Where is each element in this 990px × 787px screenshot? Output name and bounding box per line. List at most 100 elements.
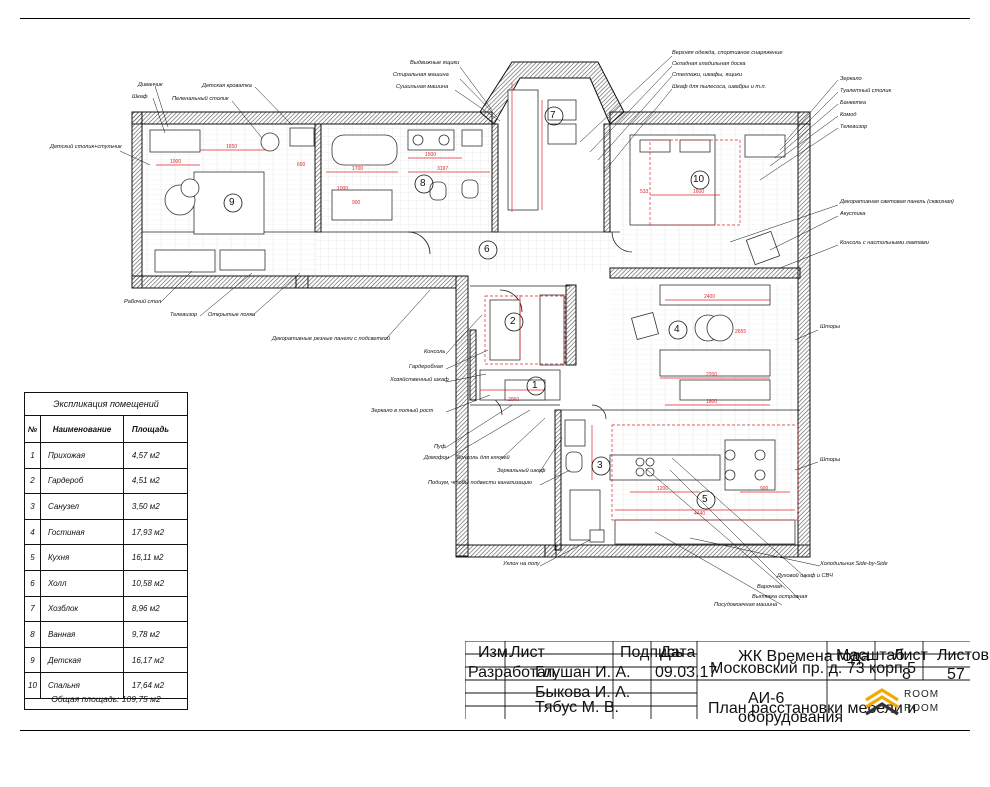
- col-area-header: Площадь: [123, 416, 187, 443]
- dim-label: 3197: [437, 166, 449, 172]
- walls: [131, 61, 811, 558]
- row-name: Холл: [40, 570, 124, 597]
- row-name: Прихожая: [40, 442, 124, 469]
- tb-izm: Изм.: [478, 644, 513, 661]
- room-number-2: 2: [510, 316, 516, 327]
- callout-wardrobe: Шкаф: [132, 94, 148, 100]
- callout-oven: Духовой шкаф и СВЧ: [777, 573, 833, 579]
- col-name-header: Наименование: [40, 416, 124, 443]
- dim-label: 900: [760, 486, 769, 492]
- callout-dishwasher: Посудомоечная машина: [714, 602, 778, 608]
- table-header-row: № Наименование Площадь: [25, 416, 187, 443]
- callout-changing-table: Пеленальный столик: [172, 96, 229, 102]
- row-num: 7: [25, 596, 41, 623]
- explication-title: Экспликация помещений: [25, 393, 187, 416]
- callout-work-desk: Рабочий стол: [124, 299, 162, 305]
- row-name: Санузел: [40, 493, 124, 520]
- callout-tv-kids: Телевизор: [170, 312, 198, 318]
- row-area: 8,96 м2: [123, 596, 187, 623]
- callout-hob: Варочная: [757, 584, 782, 590]
- total-area: Общая площадь: 109,75 м2: [51, 694, 161, 704]
- tb-code: АИ-6: [748, 690, 785, 707]
- row-num: 8: [25, 621, 41, 648]
- tb-person2: Быкова И. А.: [535, 684, 631, 701]
- callout-console-lamps: Консоль с настольными лампами: [840, 240, 929, 246]
- row-name: Кухня: [40, 544, 124, 571]
- row-num: 1: [25, 442, 41, 469]
- dim-label: 4440: [694, 511, 706, 517]
- row-name: Гардероб: [40, 468, 124, 495]
- row-name: Спальня: [40, 672, 124, 699]
- tb-sheet-header: Лист: [893, 647, 928, 664]
- callout-tv-bedroom: Телевизор: [840, 124, 868, 130]
- callout-floor-slope: Уклон на полу: [503, 561, 540, 567]
- callout-key-console: Консоль для ключей: [457, 455, 510, 461]
- callout-intercom: Домофон: [424, 455, 449, 461]
- tb-project1: ЖК Времена года: [738, 648, 870, 665]
- col-num-header: №: [25, 416, 41, 443]
- room-number-5: 5: [702, 494, 708, 505]
- dim-label: 1650: [226, 144, 238, 150]
- callout-sofa: Диванчик: [138, 82, 163, 88]
- dim-label: 1800: [706, 399, 718, 405]
- dim-label: 1700: [352, 166, 364, 172]
- callout-shelves: Стеллажи, шкафы, ящики: [672, 72, 743, 78]
- callout-dresser: Комод: [840, 112, 857, 118]
- tb-person3: Тябус М. В.: [535, 699, 619, 716]
- tb-person1: Глушан И. А.: [535, 664, 631, 681]
- dim-label: 1000: [337, 186, 349, 192]
- row-area: 17,93 м2: [123, 519, 187, 546]
- dim-label: 2200: [706, 372, 718, 378]
- dim-label: 2400: [704, 294, 716, 300]
- callout-washing-machine: Стиральная машина: [393, 72, 449, 78]
- room-number-3: 3: [597, 460, 603, 471]
- row-name: Хозблок: [40, 596, 124, 623]
- row-name: Ванная: [40, 621, 124, 648]
- row-area: 16,11 м2: [123, 544, 187, 571]
- tb-date: 09.03.17: [655, 664, 718, 681]
- row-area: 3,50 м2: [123, 493, 187, 520]
- room-markers: [223, 106, 716, 510]
- callout-ironing-board: Складная гладильная доска: [672, 61, 746, 67]
- callout-podium: Подиум, чтобы подвести канализацию: [428, 480, 533, 486]
- logo-text-line1: ROOM: [904, 689, 940, 700]
- leader-lines: [119, 55, 839, 606]
- callout-walk-in-closet: Гардеробная: [409, 364, 443, 370]
- dim-label: 2060: [508, 397, 520, 403]
- dim-label: 1600: [693, 189, 705, 195]
- row-num: 6: [25, 570, 41, 597]
- row-area: 17,64 м2: [123, 672, 187, 699]
- tb-podpis: Подпись: [620, 644, 684, 661]
- room-number-10: 10: [693, 174, 705, 185]
- tb-sheet-title1: План расстановки мебели и: [708, 700, 917, 717]
- tb-sheet-title2: оборудования: [738, 709, 844, 726]
- callout-fridge: Холодильник Side-by-Side: [820, 561, 888, 567]
- dim-label: 1500: [425, 152, 437, 158]
- room-number-1: 1: [532, 380, 538, 391]
- callout-kids-table: Детский столик+стульчик: [50, 144, 122, 150]
- roomroom-logo-icon: [865, 688, 899, 716]
- callout-mirror: Зеркало: [840, 76, 862, 82]
- row-num: 2: [25, 468, 41, 495]
- callout-vacuum-closet: Шкаф для пылесоса, швабры и т.п.: [672, 84, 767, 90]
- callout-curtains-2: Шторы: [820, 457, 841, 463]
- tb-sheets-header: Листов: [937, 647, 989, 664]
- callout-utility-cabinet: Хозяйственный шкаф: [390, 377, 449, 383]
- callout-drawers: Выдвижные ящики: [410, 60, 460, 66]
- row-area: 16,17 м2: [123, 647, 187, 674]
- callout-banquette: Банкетка: [840, 100, 866, 106]
- title-block-grid: [465, 641, 970, 719]
- callout-dryer: Сушильная машина: [396, 84, 449, 90]
- callout-dressing-table: Туалетный столик: [840, 88, 892, 94]
- tb-sheet: 8: [902, 666, 911, 683]
- row-num: 10: [25, 672, 41, 699]
- dimension-lines: [156, 82, 799, 521]
- logo-text-line2: ROOM: [904, 703, 940, 714]
- callout-baby-crib: Детская кроватка: [202, 83, 252, 89]
